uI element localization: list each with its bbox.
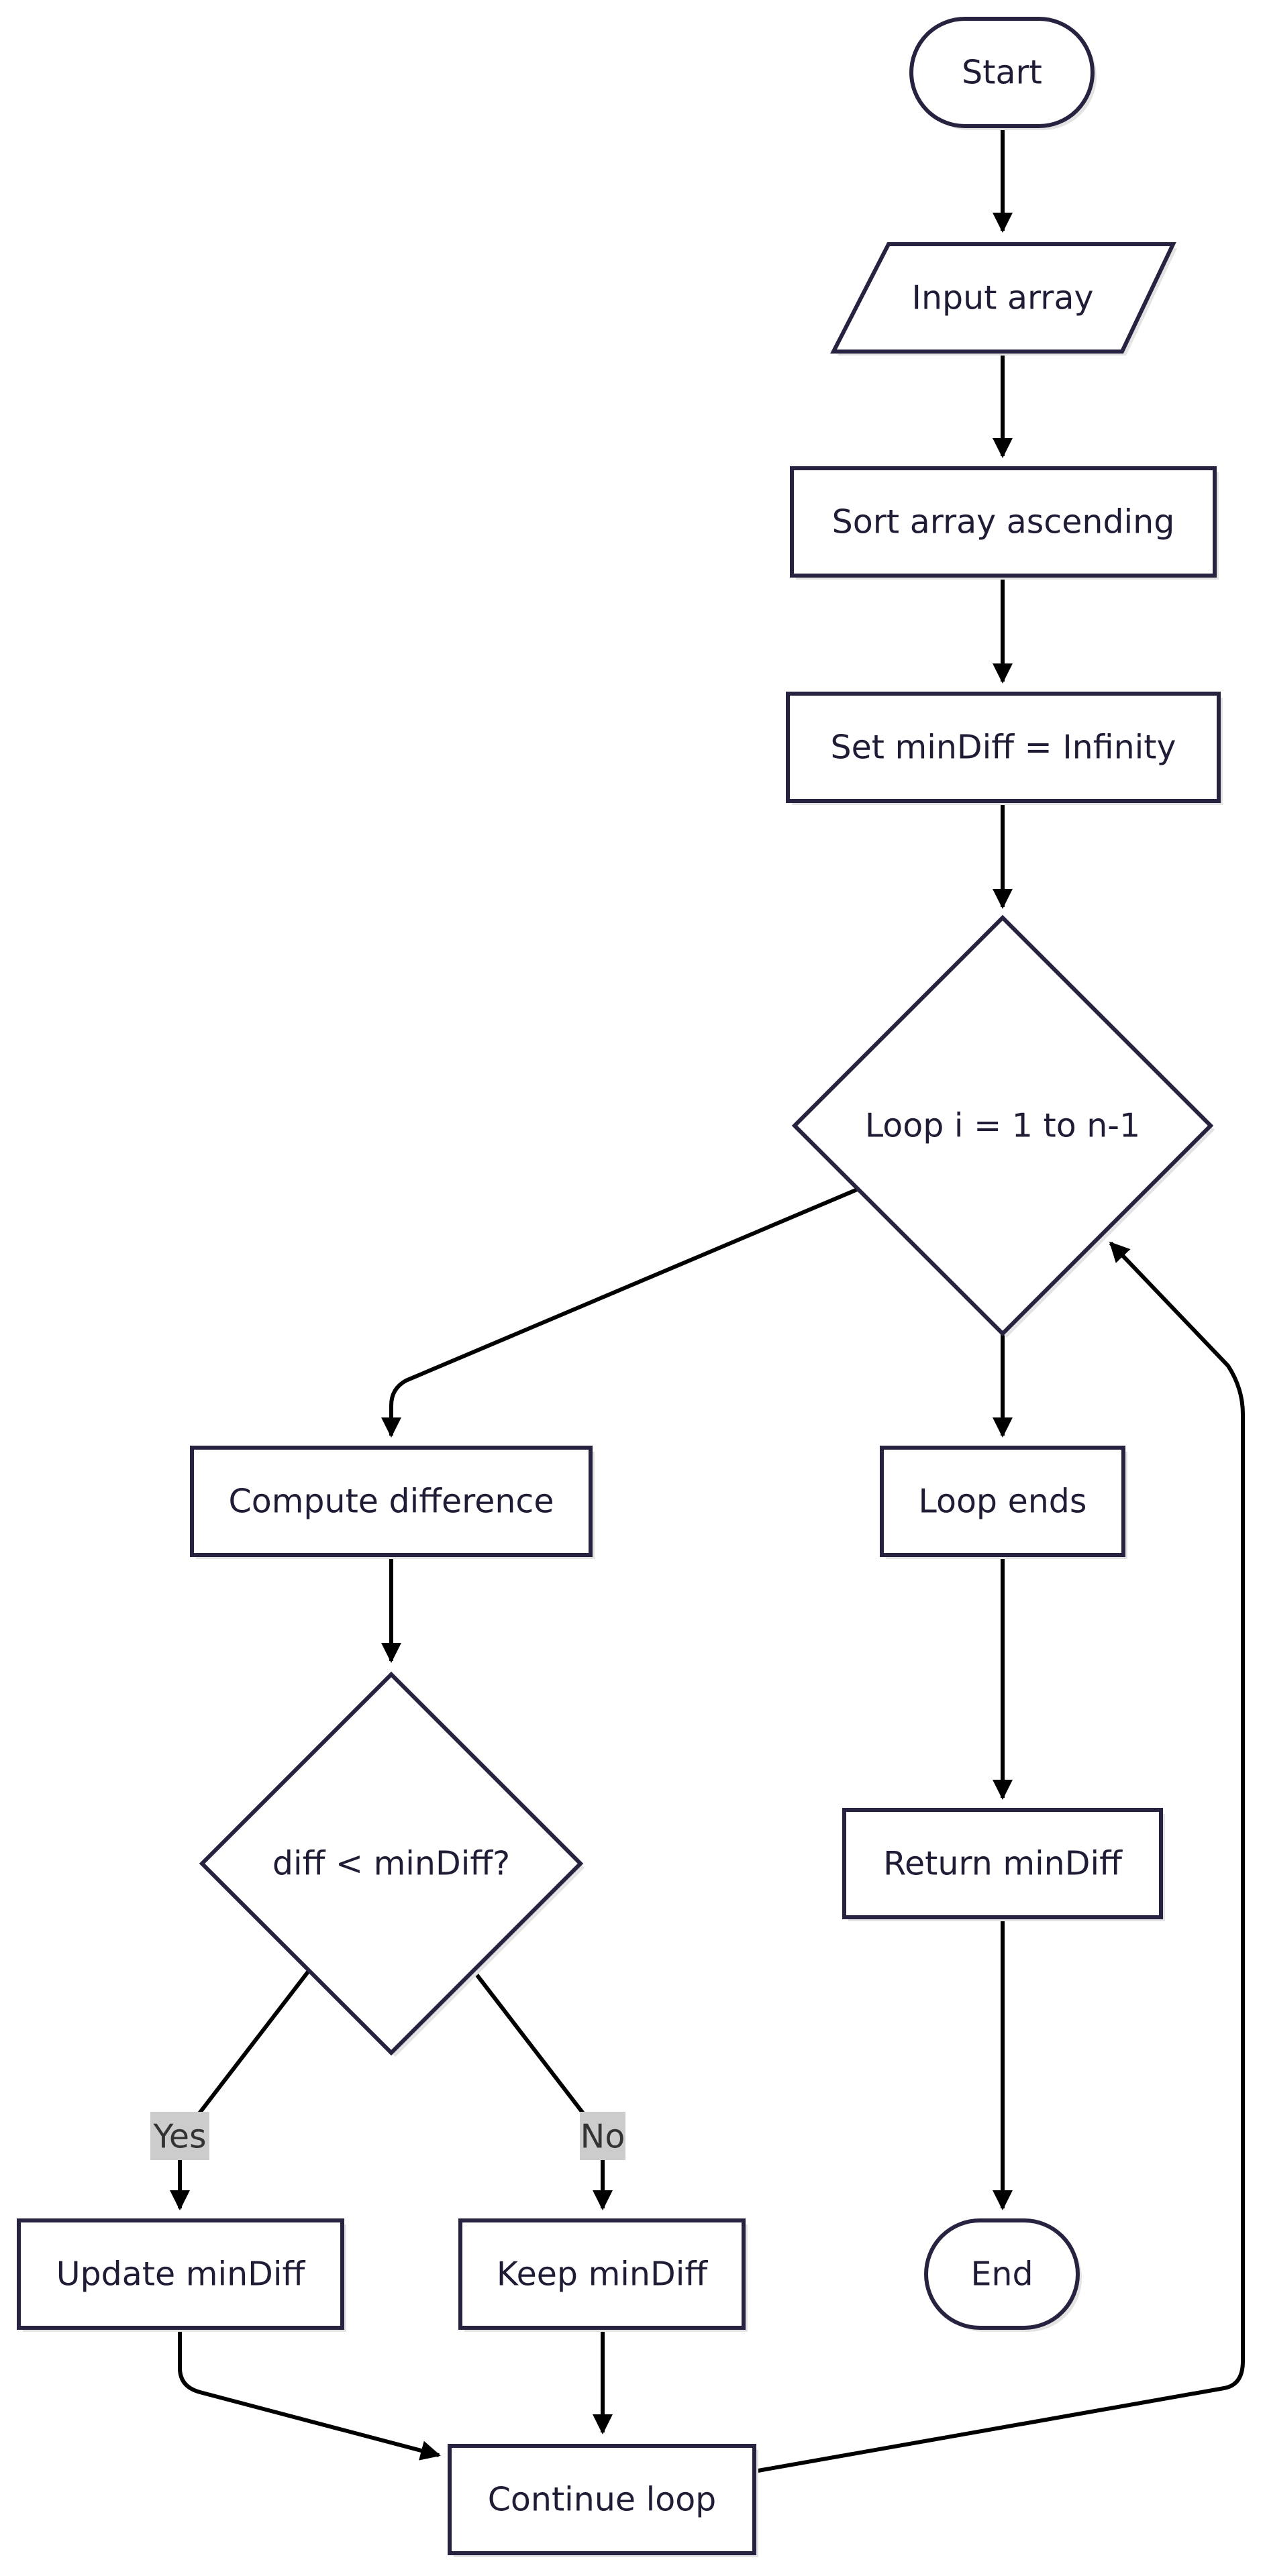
diff-check-node-shape	[199, 1671, 584, 2056]
end-node: End	[924, 2218, 1082, 2332]
input-array-node: Input array	[830, 242, 1177, 356]
input-array-node-shape	[830, 242, 1176, 354]
edge-update-to-continue	[178, 2328, 441, 2461]
compute-difference-node: Compute difference	[190, 1446, 595, 1559]
start-node-label: Start	[962, 54, 1042, 92]
loop-check-node-shape	[791, 914, 1214, 1337]
set-min-diff-node-label: Set minDiff = Infinity	[830, 729, 1176, 767]
keep-min-diff-node: Keep minDiff	[458, 2218, 748, 2332]
loop-ends-node-label: Loop ends	[919, 1483, 1087, 1521]
keep-min-diff-node-label: Keep minDiff	[497, 2255, 708, 2294]
return-min-diff-node-shape	[842, 1808, 1163, 1919]
start-node: Start	[909, 17, 1097, 130]
end-node-shape	[924, 2218, 1080, 2330]
start-node-shape	[909, 17, 1095, 128]
loop-ends-node: Loop ends	[880, 1446, 1127, 1559]
edge-label-no-text: No	[580, 2118, 625, 2156]
edge-diffcheck-no-to-keep	[472, 1970, 613, 2210]
edge-label-yes-background	[150, 2112, 209, 2160]
edge-diffcheck-yes-to-update	[170, 1970, 311, 2210]
edge-label-yes: Yes	[150, 2112, 209, 2160]
end-node-label: End	[970, 2255, 1033, 2294]
return-min-diff-node-label: Return minDiff	[883, 1845, 1123, 1883]
diff-check-node-label: diff < minDiff?	[272, 1845, 510, 1883]
loop-check-node: Loop i = 1 to n-1	[791, 914, 1215, 1338]
set-min-diff-node-shape	[786, 692, 1221, 803]
diff-check-node: diff < minDiff?	[199, 1671, 585, 2057]
set-min-diff-node: Set minDiff = Infinity	[786, 692, 1223, 805]
sort-array-node: Sort array ascending	[790, 466, 1219, 580]
compute-difference-node-label: Compute difference	[229, 1483, 554, 1521]
continue-loop-node-label: Continue loop	[488, 2481, 717, 2519]
edge-label-yes-text: Yes	[152, 2118, 206, 2156]
edge-label-no-background	[580, 2112, 625, 2160]
sort-array-node-shape	[790, 466, 1217, 578]
loop-ends-node-shape	[880, 1446, 1125, 1557]
input-array-node-label: Input array	[912, 279, 1094, 317]
return-min-diff-node: Return minDiff	[842, 1808, 1165, 1921]
sort-array-node-label: Sort array ascending	[832, 503, 1175, 541]
continue-loop-node: Continue loop	[448, 2444, 758, 2557]
edge-continue-to-loop	[754, 1241, 1245, 2473]
update-min-diff-node: Update minDiff	[17, 2218, 346, 2332]
update-min-diff-node-shape	[17, 2218, 344, 2330]
keep-min-diff-node-shape	[458, 2218, 746, 2330]
continue-loop-node-shape	[448, 2444, 756, 2555]
update-min-diff-node-label: Update minDiff	[56, 2255, 306, 2294]
edge-loop-to-compute	[381, 1187, 860, 1438]
loop-check-node-label: Loop i = 1 to n-1	[865, 1107, 1140, 1145]
edge-label-no: No	[580, 2112, 625, 2160]
compute-difference-node-shape	[190, 1446, 593, 1557]
edges	[170, 127, 1245, 2473]
